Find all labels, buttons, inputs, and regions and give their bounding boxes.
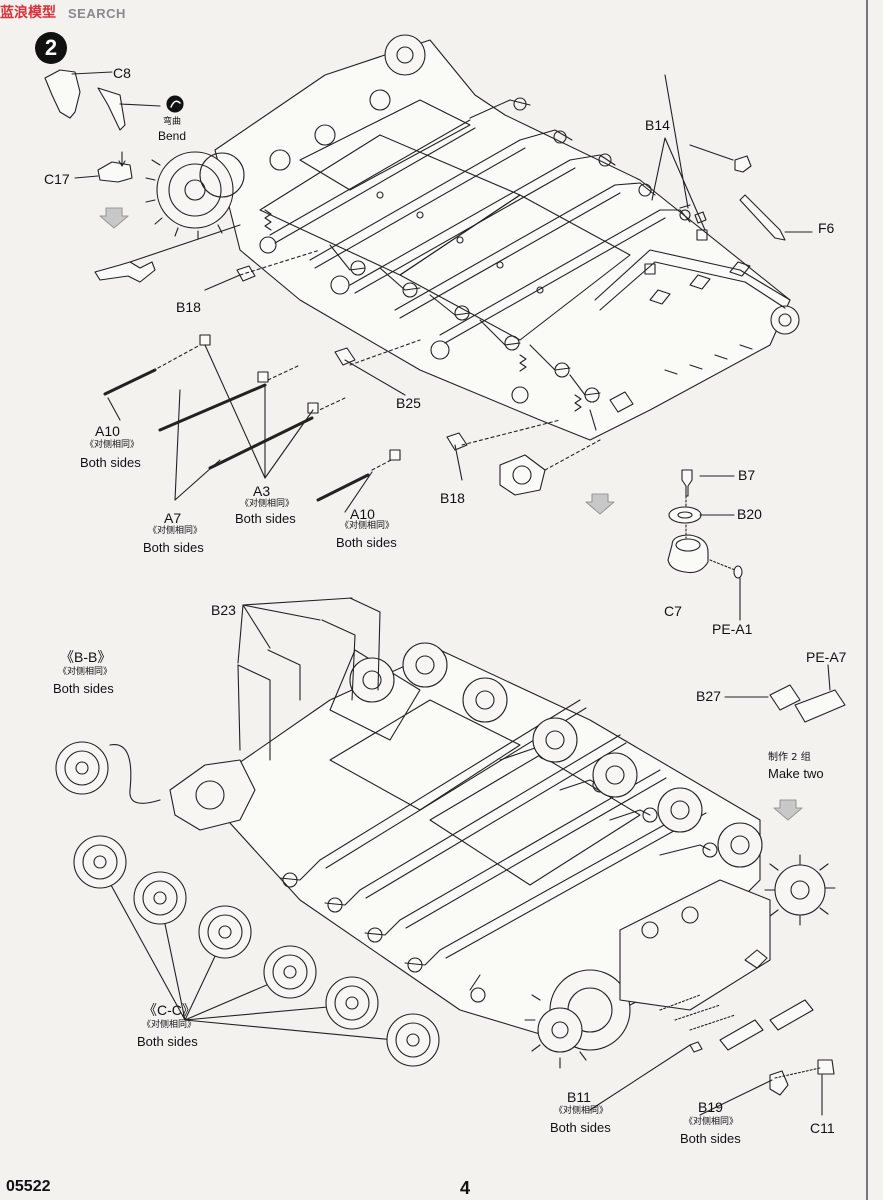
label-a3: A3: [253, 483, 271, 499]
label-cc: 《C-C》: [143, 1002, 196, 1018]
label-cc-cn: 《对侧相同》: [142, 1020, 197, 1030]
b7-b20-c7-parts: [667, 469, 743, 621]
label-b11-cn: 《对侧相同》: [554, 1106, 609, 1116]
label-a10-left-cn: 《对侧相同》: [85, 440, 140, 450]
label-b25: B25: [396, 395, 421, 411]
torsion-rods: [103, 249, 561, 513]
watermark-brand: SEARCH: [68, 6, 126, 21]
label-make-two-cn: 制作 2 组: [768, 752, 811, 763]
label-make-two-en: Make two: [768, 766, 824, 781]
label-bb-en: Both sides: [53, 681, 114, 696]
label-b14: B14: [645, 117, 670, 133]
upper-hull-assembly: [145, 34, 800, 441]
watermark-logo: 蓝浪模型: [0, 4, 56, 20]
label-b19: B19: [698, 1099, 723, 1115]
label-c8: C8: [113, 65, 131, 81]
label-pe-a1: PE-A1: [712, 621, 753, 637]
label-a10-left: A10: [95, 423, 120, 439]
label-a10-mid-cn: 《对侧相同》: [340, 521, 395, 531]
label-b20: B20: [737, 506, 762, 522]
label-cc-en: Both sides: [137, 1034, 198, 1049]
label-f6: F6: [818, 220, 835, 236]
label-b18-top: B18: [176, 299, 201, 315]
label-a7-cn: 《对侧相同》: [148, 526, 203, 536]
b14-f6-parts: [644, 74, 813, 275]
label-b19-en: Both sides: [680, 1131, 741, 1146]
down-arrow-icon: [99, 207, 803, 821]
label-a10-mid: A10: [350, 506, 375, 522]
label-bend-en: Bend: [158, 129, 187, 143]
label-c17: C17: [44, 171, 70, 187]
label-b11-en: Both sides: [550, 1120, 611, 1135]
kit-number: 05522: [6, 1178, 51, 1195]
label-b18-bottom: B18: [440, 490, 465, 506]
bend-icon: [166, 95, 184, 113]
label-b19-cn: 《对侧相同》: [684, 1117, 739, 1127]
lower-hull-assembly: [99, 597, 846, 1116]
step-number-badge: 2: [35, 32, 67, 64]
label-b27: B27: [696, 688, 721, 704]
road-wheels-left: [55, 741, 440, 1067]
label-bend-cn: 弯曲: [163, 117, 182, 127]
idler-hub-part: [499, 439, 601, 496]
label-a7-en: Both sides: [143, 540, 204, 555]
label-pe-a7: PE-A7: [806, 649, 847, 665]
label-c7: C7: [664, 603, 682, 619]
label-c11: C11: [810, 1120, 835, 1136]
label-b11: B11: [567, 1089, 591, 1105]
label-a3-en: Both sides: [235, 511, 296, 526]
page-number: 4: [460, 1178, 471, 1198]
label-a7: A7: [164, 510, 182, 526]
c8-c17-bracket-parts: [44, 69, 241, 283]
label-a10-left-en: Both sides: [80, 455, 141, 470]
label-bb: 《B-B》: [60, 649, 112, 665]
label-a10-mid-en: Both sides: [336, 535, 397, 550]
label-a3-cn: 《对侧相同》: [240, 499, 295, 509]
label-b23: B23: [211, 602, 236, 618]
label-bb-cn: 《对侧相同》: [58, 667, 113, 677]
page-edge: [866, 0, 868, 1200]
label-b7: B7: [738, 467, 756, 483]
